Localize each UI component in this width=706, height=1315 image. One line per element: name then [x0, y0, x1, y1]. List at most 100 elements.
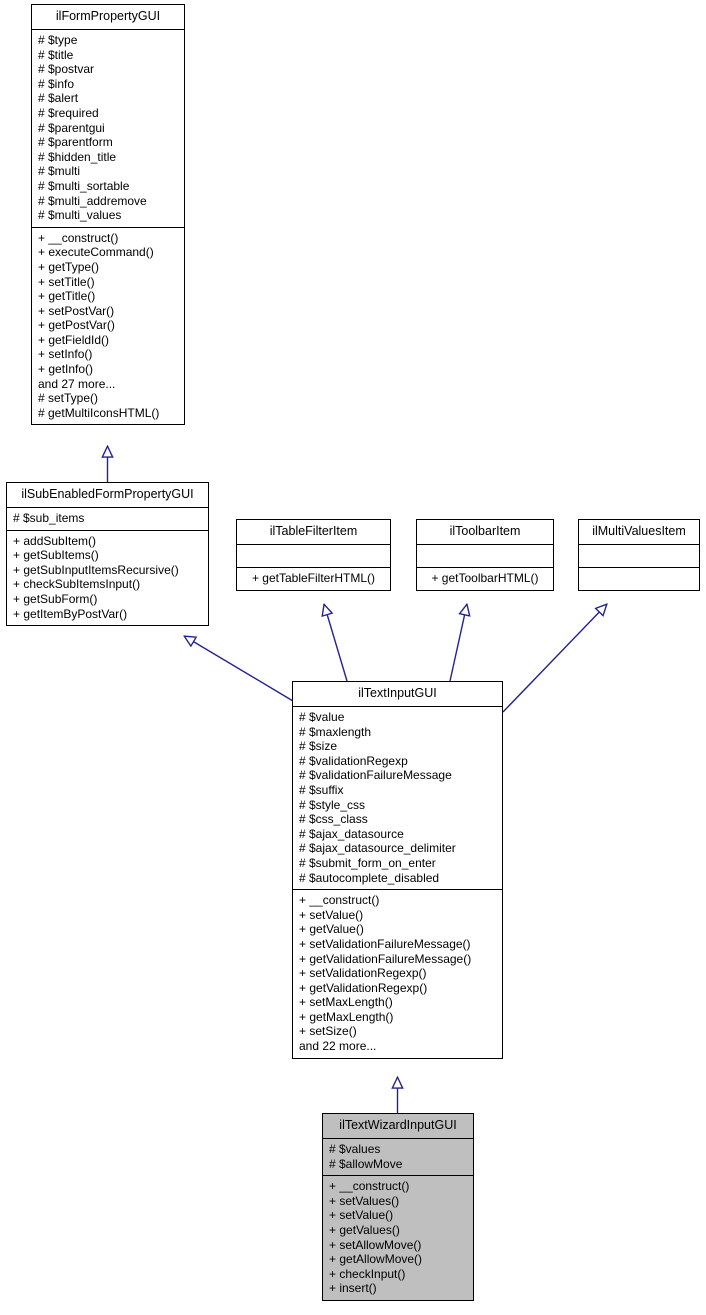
- class-separator: [7, 529, 208, 531]
- operation-row: + setValues(): [329, 1193, 400, 1208]
- attribute-row: # $validationRegexp: [299, 753, 408, 768]
- attribute-row: # $size: [299, 739, 338, 754]
- class-separator: [293, 889, 502, 891]
- attribute-row: # $multi_addremove: [38, 193, 147, 208]
- operation-row: + setValidationFailureMessage(): [299, 936, 471, 951]
- operation-row: + insert(): [329, 1281, 377, 1296]
- operation-row: + setMaxLength(): [299, 995, 393, 1010]
- operation-row: + getTableFilterHTML(): [251, 571, 376, 585]
- class-name-ilmultivaluesitem: ilMultiValuesItem: [592, 524, 686, 538]
- class-separator: [579, 544, 699, 545]
- class-separator: [293, 706, 502, 707]
- class-operations-iltoolbaritem: + getToolbarHTML(): [417, 568, 553, 590]
- operation-row: + getValidationRegexp(): [299, 980, 428, 995]
- operation-row: + setValue(): [329, 1208, 394, 1223]
- operation-row: + getMaxLength(): [299, 1009, 394, 1024]
- edge-iltextinputgui-to-ilmultivaluesitem: [502, 604, 607, 713]
- operation-row: and 22 more...: [299, 1039, 377, 1054]
- class-separator: [7, 507, 208, 508]
- class-name-ilsubenabledformpropertygui: ilSubEnabledFormPropertyGUI: [21, 487, 194, 501]
- attribute-row: # $style_css: [299, 797, 366, 812]
- class-name-iltextwizardinputgui: ilTextWizardInputGUI: [339, 1118, 457, 1132]
- operation-row: + checkInput(): [329, 1266, 406, 1281]
- class-box-iltablefilteritem[interactable]: ilTableFilterItem + getTableFilterHTML(): [236, 519, 391, 591]
- class-operations-ilmultivaluesitem: [579, 568, 699, 590]
- class-operations-iltextwizardinputgui: + __construct() + setValues() + setValue…: [323, 1176, 473, 1300]
- class-separator: [323, 1175, 473, 1177]
- attribute-row: # $type: [38, 33, 78, 47]
- operation-row: and 27 more...: [38, 376, 116, 391]
- attribute-row: # $required: [38, 105, 99, 120]
- attribute-row: # $autocomplete_disabled: [299, 870, 440, 885]
- attribute-row: # $parentgui: [38, 120, 105, 135]
- operation-row: + __construct(): [329, 1179, 410, 1194]
- operation-row: + getSubForm(): [13, 591, 98, 606]
- operation-row: # setType(): [38, 391, 99, 406]
- operation-row: + setValidationRegexp(): [299, 966, 427, 981]
- class-separator: [32, 226, 184, 228]
- class-attributes-ilformpropertygui: # $type # $title # $postvar # $info # $a…: [32, 30, 184, 227]
- attribute-row: # $ajax_datasource: [299, 826, 404, 841]
- class-box-ilsubenabledformpropertygui[interactable]: ilSubEnabledFormPropertyGUI # $sub_items…: [6, 482, 209, 627]
- operation-row: + getFieldId(): [38, 332, 110, 347]
- class-operations-ilformpropertygui: + __construct() + executeCommand() + get…: [32, 228, 184, 425]
- class-operations-ilsubenabledformpropertygui: + addSubItem() + getSubItems() + getSubI…: [7, 531, 208, 626]
- attribute-row: # $css_class: [299, 812, 368, 827]
- class-box-ilformpropertygui[interactable]: ilFormPropertyGUI # $type # $title # $po…: [31, 4, 185, 426]
- edge-iltextinputgui-to-iltablefilteritem: [324, 604, 348, 682]
- class-separator: [237, 567, 390, 568]
- attribute-row: # $parentform: [38, 135, 113, 150]
- operation-row: + getSubInputItemsRecursive(): [13, 562, 179, 577]
- class-box-iltextinputgui[interactable]: ilTextInputGUI # $value # $maxlength # $…: [292, 681, 503, 1059]
- operation-row: + getSubItems(): [13, 548, 99, 563]
- operation-row: + setPostVar(): [38, 303, 115, 318]
- class-box-ilmultivaluesitem[interactable]: ilMultiValuesItem: [578, 519, 700, 591]
- class-box-iltoolbaritem[interactable]: ilToolbarItem + getToolbarHTML(): [416, 519, 554, 591]
- operation-row: + setTitle(): [38, 274, 95, 289]
- attribute-row: # $value: [299, 710, 345, 724]
- class-attributes-ilmultivaluesitem: [579, 545, 699, 567]
- attribute-row: # $multi_values: [38, 208, 122, 223]
- operation-row: + getPostVar(): [38, 318, 115, 333]
- operation-row: + getValue(): [299, 922, 364, 937]
- edge-iltextinputgui-to-iltoolbaritem: [449, 604, 467, 682]
- operation-row: + getTitle(): [38, 289, 96, 304]
- attribute-row: # $hidden_title: [38, 149, 117, 164]
- attribute-row: # $title: [38, 47, 74, 62]
- class-attributes-iltablefilteritem: [237, 545, 390, 567]
- attribute-row: # $validationFailureMessage: [299, 768, 452, 783]
- class-name-ilformpropertygui: ilFormPropertyGUI: [55, 9, 161, 23]
- operation-row: + setInfo(): [38, 347, 93, 362]
- attribute-row: # $allowMove: [329, 1156, 403, 1171]
- attribute-row: # $values: [329, 1142, 381, 1156]
- operation-row: + setValue(): [299, 907, 364, 922]
- operation-row: + executeCommand(): [38, 245, 154, 260]
- class-attributes-iltextinputgui: # $value # $maxlength # $size # $validat…: [293, 707, 502, 889]
- attribute-row: # $sub_items: [13, 511, 85, 525]
- class-separator: [32, 29, 184, 30]
- class-separator: [323, 1138, 473, 1139]
- operation-row: + setAllowMove(): [329, 1237, 422, 1252]
- operation-row: + getInfo(): [38, 362, 94, 377]
- edge-iltextinputgui-to-ilsubenabledformpropertygui: [184, 636, 294, 702]
- operation-row: + checkSubItemsInput(): [13, 577, 141, 592]
- class-separator: [579, 567, 699, 568]
- attribute-row: # $suffix: [299, 782, 344, 797]
- operation-row: + __construct(): [38, 230, 119, 245]
- attribute-row: # $alert: [38, 91, 79, 106]
- attribute-row: # $maxlength: [299, 724, 372, 739]
- attribute-row: # $ajax_datasource_delimiter: [299, 841, 456, 856]
- class-box-iltextwizardinputgui[interactable]: ilTextWizardInputGUI # $values # $allowM…: [322, 1113, 474, 1301]
- class-name-iltablefilteritem: ilTableFilterItem: [269, 524, 358, 538]
- operation-row: + getToolbarHTML(): [431, 571, 539, 585]
- class-separator: [417, 544, 553, 545]
- attribute-row: # $multi_sortable: [38, 178, 130, 193]
- operation-row: + getItemByPostVar(): [13, 606, 128, 621]
- class-attributes-iltextwizardinputgui: # $values # $allowMove: [323, 1139, 473, 1175]
- class-name-iltextinputgui: ilTextInputGUI: [358, 686, 437, 700]
- operation-row: + getValues(): [329, 1222, 400, 1237]
- class-operations-iltextinputgui: + __construct() + setValue() + getValue(…: [293, 890, 502, 1058]
- attribute-row: # $submit_form_on_enter: [299, 855, 436, 870]
- operation-row: # getMultiIconsHTML(): [38, 405, 160, 420]
